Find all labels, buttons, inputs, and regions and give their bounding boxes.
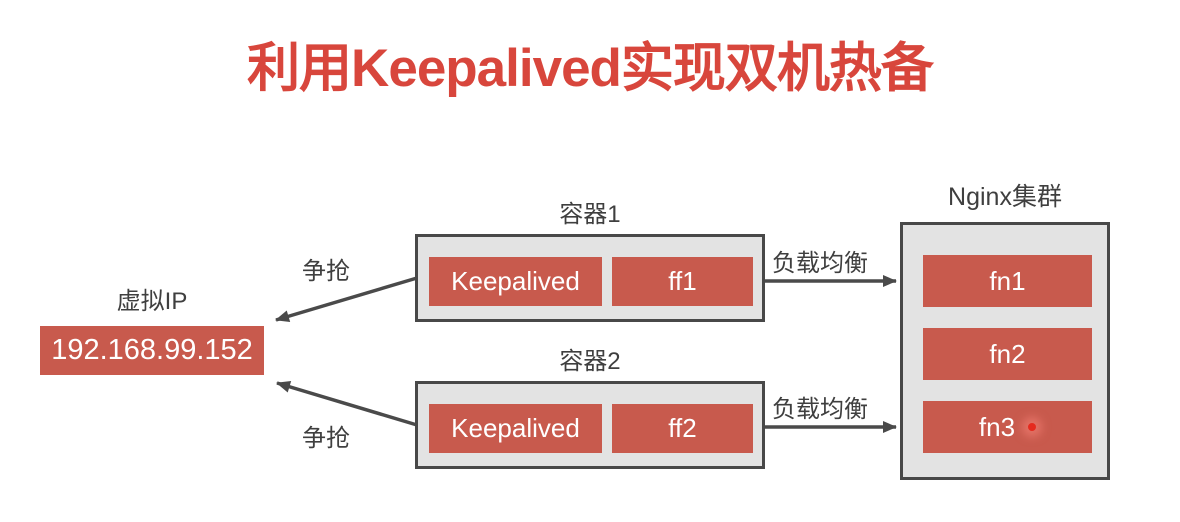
edge-label-contend-top: 争抢: [302, 258, 350, 285]
fn1-box: fn1: [923, 255, 1092, 307]
edge-label-loadbalance-top: 负载均衡: [772, 250, 868, 277]
container1-label: 容器1: [559, 201, 621, 228]
ff1-box: ff1: [612, 257, 753, 306]
virtual-ip-box: 192.168.99.152: [40, 326, 264, 375]
virtual-ip-value: 192.168.99.152: [51, 334, 253, 366]
keepalived-box-1: Keepalived: [429, 257, 602, 306]
container2-label: 容器2: [559, 348, 621, 375]
keepalived-box-2: Keepalived: [429, 404, 602, 453]
ff2-box: ff2: [612, 404, 753, 453]
edge-label-contend-bottom: 争抢: [302, 425, 350, 452]
page-title: 利用Keepalived实现双机热备: [247, 39, 934, 98]
fn2-box: fn2: [923, 328, 1092, 380]
fn3-box: fn3: [923, 401, 1092, 453]
laser-pointer-dot: [1028, 423, 1037, 431]
fn3-label: fn3: [978, 411, 1016, 442]
virtual-ip-label: 虚拟IP: [116, 288, 188, 315]
edge-label-loadbalance-bottom: 负载均衡: [772, 396, 868, 423]
nginx-cluster-label: Nginx集群: [948, 183, 1062, 211]
